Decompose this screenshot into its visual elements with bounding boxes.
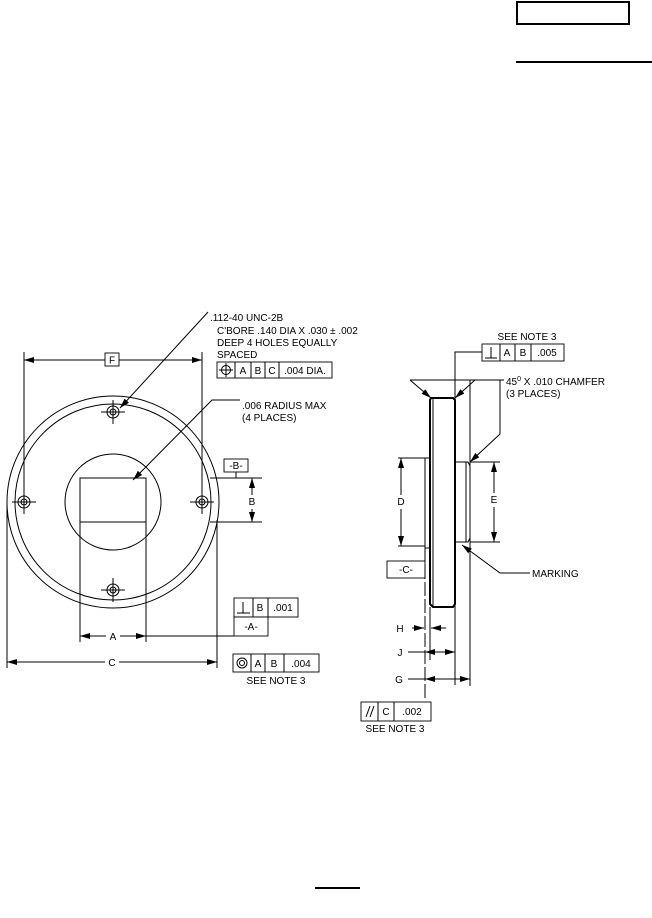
hole-bottom bbox=[101, 578, 125, 602]
dim-f: F bbox=[109, 356, 115, 367]
perpendicularity-fcf: B .001 -A- bbox=[233, 597, 299, 637]
side-perp-fcf: A B .005 bbox=[481, 343, 565, 362]
inner-circle bbox=[14, 403, 212, 601]
radius-note-2: (4 PLACES) bbox=[242, 413, 296, 424]
svg-text:C: C bbox=[268, 366, 275, 377]
datum-a: -A- bbox=[244, 622, 257, 633]
dim-b: B bbox=[249, 497, 256, 508]
front-view: F .112-40 UNC-2B C'BORE .140 DIA X .030 … bbox=[6, 311, 358, 687]
dim-g: G bbox=[395, 675, 403, 686]
center-cavity bbox=[79, 477, 147, 523]
hole-left bbox=[12, 490, 36, 514]
hole-top bbox=[101, 400, 125, 424]
svg-text:B: B bbox=[257, 603, 264, 614]
marking-label: MARKING bbox=[532, 569, 579, 580]
outer-circle bbox=[6, 395, 220, 609]
mounting-holes bbox=[12, 400, 214, 602]
dim-h: H bbox=[396, 624, 403, 635]
svg-text:B: B bbox=[271, 659, 278, 670]
svg-text:.004: .004 bbox=[291, 659, 311, 670]
datum-b: -B- bbox=[229, 461, 242, 472]
perpendicularity-icon bbox=[485, 347, 497, 359]
parallelism-icon bbox=[365, 705, 375, 718]
svg-text:A: A bbox=[240, 366, 247, 377]
radius-note-1: .006 RADIUS MAX bbox=[242, 401, 327, 412]
datum-c: -C- bbox=[399, 565, 413, 576]
hole-callout-4: SPACED bbox=[217, 350, 257, 361]
parallelism-fcf: C .002 bbox=[360, 701, 432, 722]
chamfer-note-2: (3 PLACES) bbox=[506, 389, 560, 400]
dim-j: J bbox=[398, 648, 403, 659]
side-view: SEE NOTE 3 A B .005 450 X .010 CHAMFER (… bbox=[360, 332, 605, 735]
hole-callout-2: C'BORE .140 DIA X .030 ± .002 bbox=[217, 326, 358, 337]
conc-note: SEE NOTE 3 bbox=[247, 676, 306, 687]
dim-d: D bbox=[397, 497, 404, 508]
hole-callout-3: DEEP 4 HOLES EQUALLY bbox=[217, 338, 338, 349]
dim-c: C bbox=[108, 658, 115, 669]
position-fcf: A B C .004 DIA. bbox=[216, 361, 333, 379]
center-bore bbox=[64, 453, 162, 551]
par-note: SEE NOTE 3 bbox=[366, 724, 425, 735]
svg-text:B: B bbox=[255, 366, 262, 377]
svg-text:A: A bbox=[504, 348, 511, 359]
concentricity-icon bbox=[236, 657, 248, 669]
hole-right bbox=[190, 490, 214, 514]
dim-a: A bbox=[110, 632, 117, 643]
side-top-note: SEE NOTE 3 bbox=[498, 332, 557, 343]
title-box bbox=[516, 1, 630, 25]
svg-text:C: C bbox=[382, 707, 389, 718]
perpendicularity-icon bbox=[237, 602, 250, 614]
svg-text:.005: .005 bbox=[537, 348, 557, 359]
dim-e: E bbox=[491, 495, 498, 506]
svg-text:B: B bbox=[520, 348, 527, 359]
svg-text:.001: .001 bbox=[273, 603, 293, 614]
svg-text:.004 DIA.: .004 DIA. bbox=[284, 366, 326, 377]
svg-text:A: A bbox=[255, 659, 262, 670]
chamfer-note: 450 X .010 CHAMFER bbox=[506, 376, 605, 388]
concentricity-fcf: A B .004 bbox=[232, 653, 320, 673]
svg-text:.002: .002 bbox=[402, 707, 422, 718]
hole-callout-1: .112-40 UNC-2B bbox=[210, 313, 284, 324]
position-icon bbox=[219, 363, 233, 377]
